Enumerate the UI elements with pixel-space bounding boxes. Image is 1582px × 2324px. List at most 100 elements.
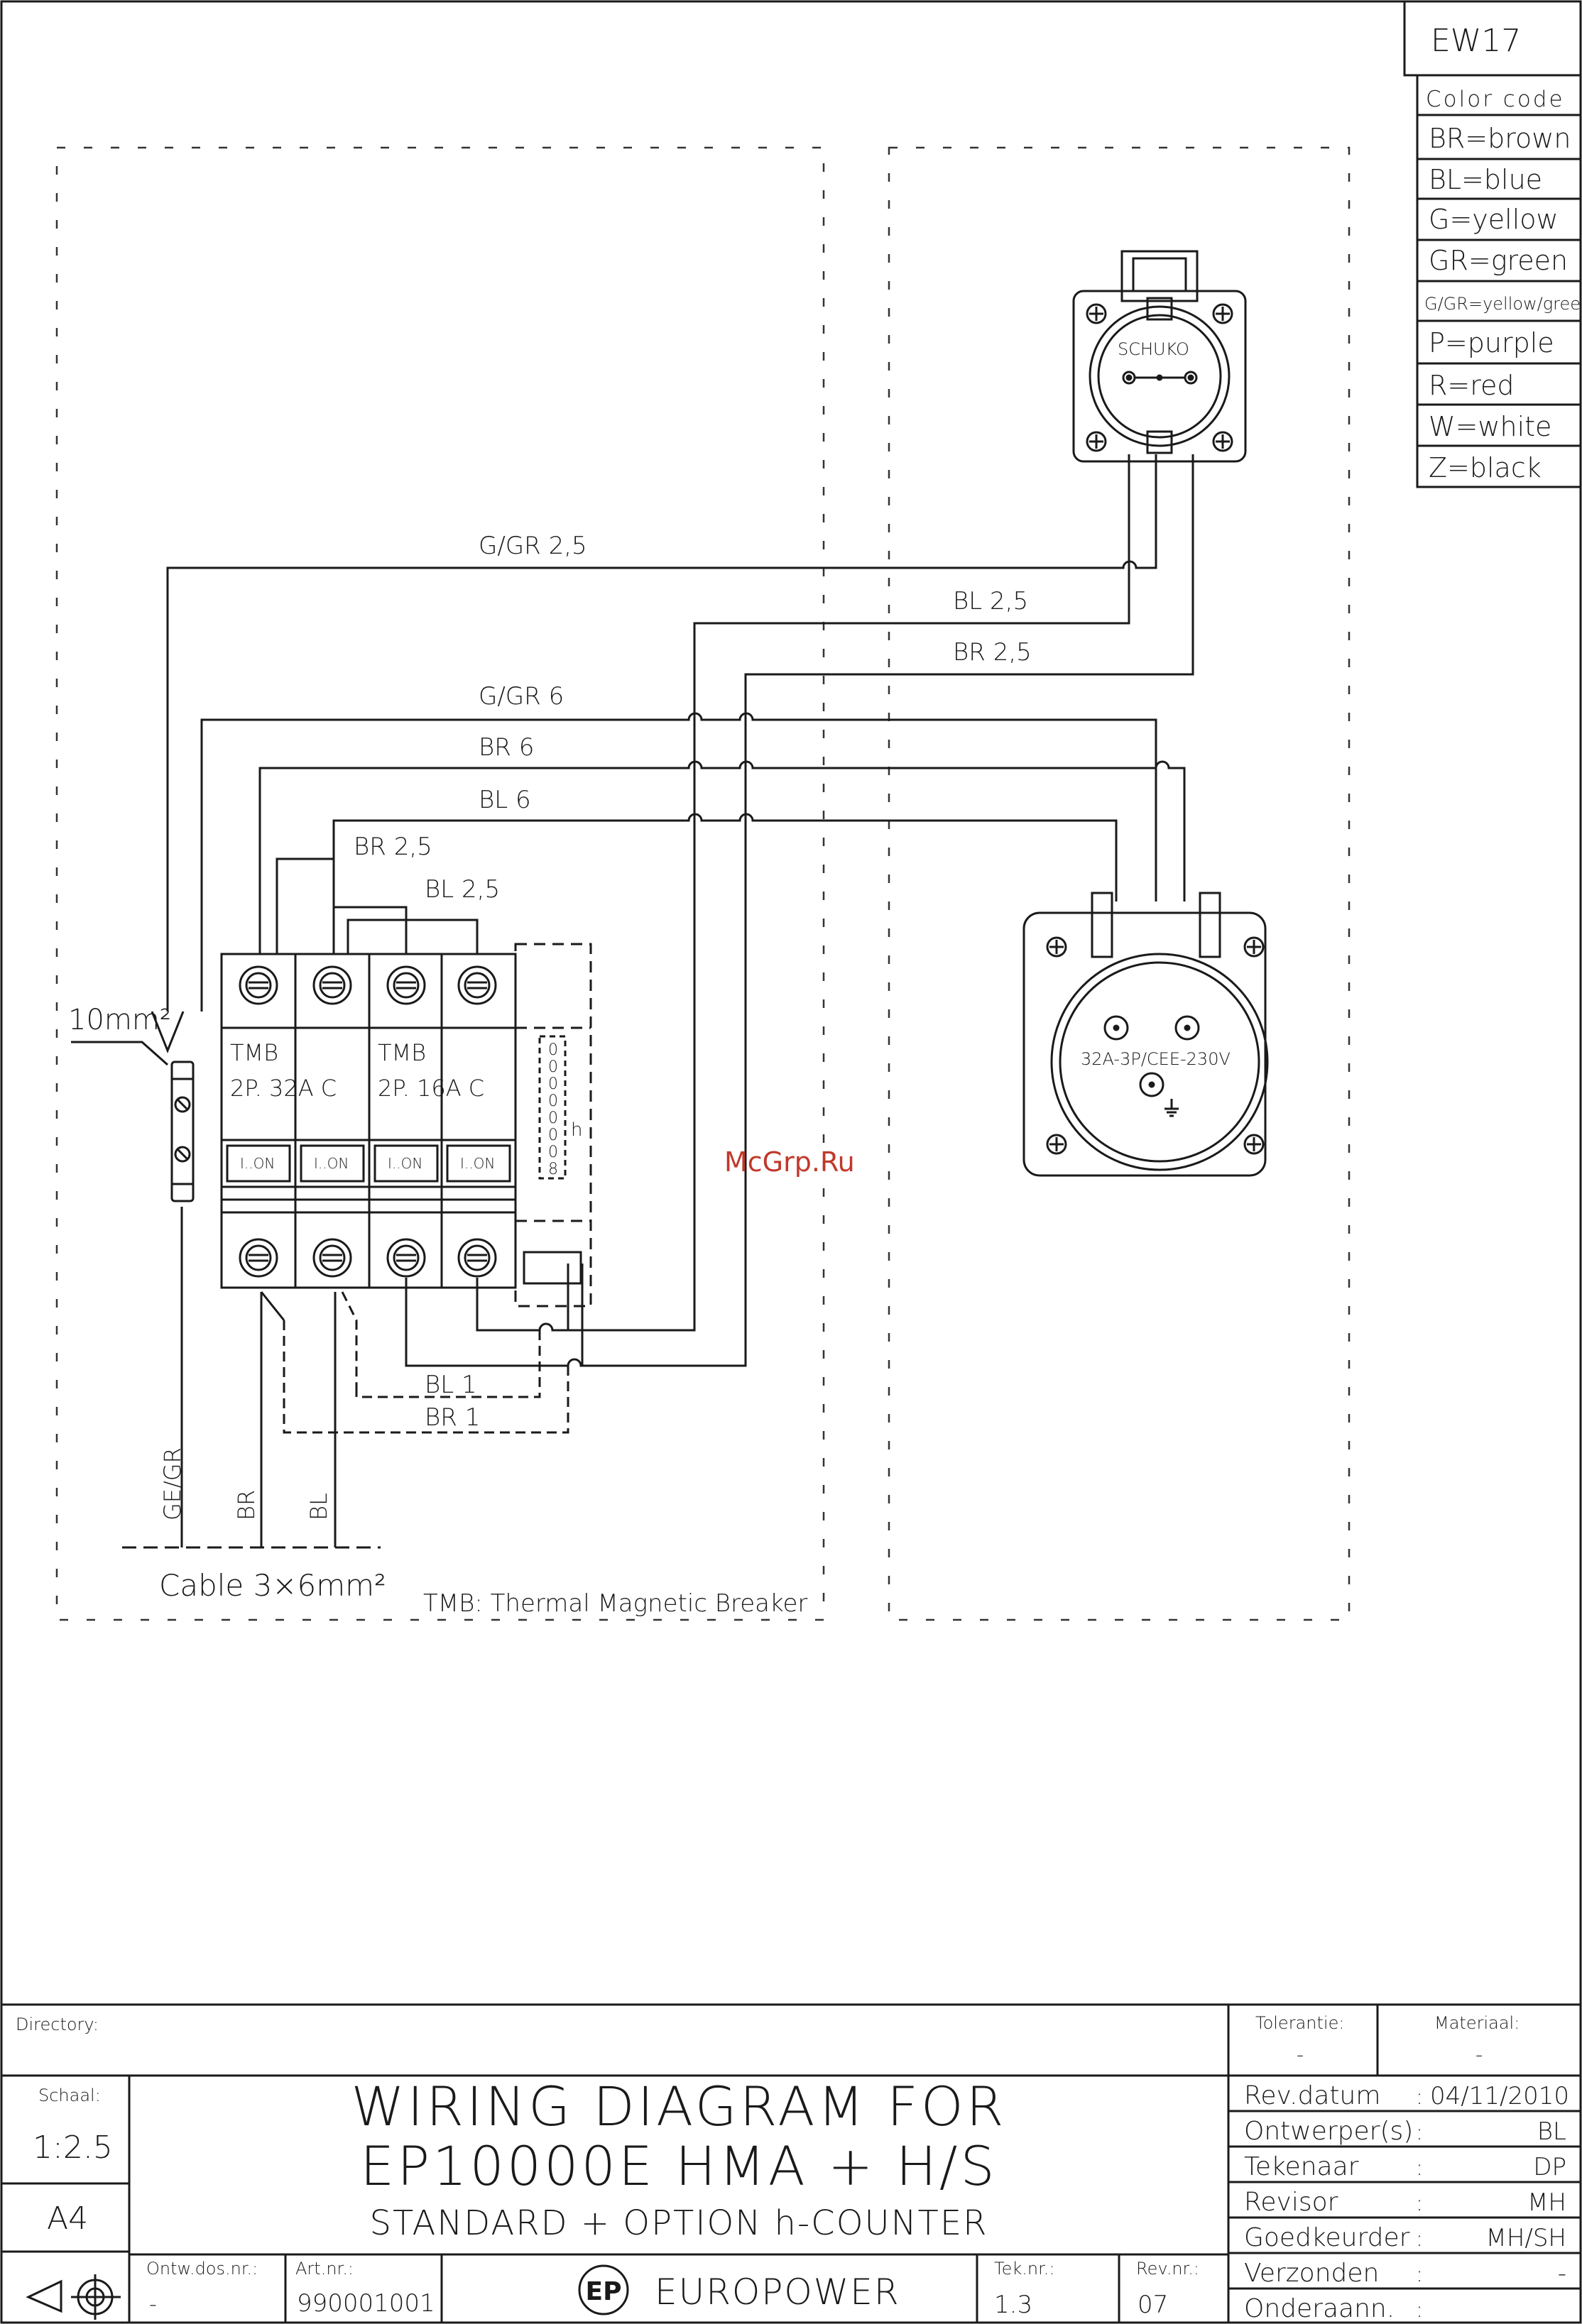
color-code-entry: R=red bbox=[1429, 370, 1515, 401]
field-value: 04/11/2010 bbox=[1430, 2082, 1569, 2110]
materiaal-label: Materiaal: bbox=[1434, 2013, 1520, 2033]
field-value: MH/SH bbox=[1485, 2224, 1566, 2252]
breaker2-rating: 2P. 16A C bbox=[378, 1075, 484, 1102]
wire-label-breaker-blue: BL 2,5 bbox=[425, 875, 500, 904]
counter-digit: 0 bbox=[548, 1127, 558, 1144]
projection-symbol-icon bbox=[26, 2274, 121, 2320]
field-label: Goedkeurder bbox=[1244, 2223, 1410, 2252]
directory-label: Directory: bbox=[16, 2015, 99, 2034]
drawing-title-line1: WIRING DIAGRAM FOR bbox=[351, 2075, 1007, 2138]
tolerantie-value: - bbox=[1297, 2043, 1304, 2066]
counter-digit: 0 bbox=[548, 1041, 558, 1059]
wire-label-schuko-brown: BR 2,5 bbox=[953, 638, 1032, 667]
field-label: Tekenaar bbox=[1244, 2152, 1359, 2181]
wire-label-cable-brown: BR bbox=[233, 1490, 260, 1520]
breaker1-rating: 2P. 32A C bbox=[230, 1075, 337, 1102]
drawing-subtitle: STANDARD + OPTION h-COUNTER bbox=[369, 2203, 988, 2243]
color-code-title: Color code bbox=[1426, 87, 1565, 112]
breaker1-type: TMB bbox=[230, 1039, 278, 1066]
breaker-block bbox=[220, 953, 517, 1289]
color-code-entry: Z=black bbox=[1429, 452, 1542, 483]
format-value: A4 bbox=[47, 2200, 88, 2237]
breaker-switch-label: I..ON bbox=[460, 1155, 495, 1172]
schuko-label: SCHUKO bbox=[1118, 339, 1189, 359]
counter-digit: 8 bbox=[548, 1161, 558, 1178]
ontw-value: - bbox=[149, 2292, 157, 2317]
color-code-table bbox=[1403, 1, 1582, 488]
color-code-entry: P=purple bbox=[1429, 327, 1554, 358]
schaal-label: Schaal: bbox=[38, 2085, 101, 2105]
field-value: DP bbox=[1533, 2153, 1566, 2181]
counter-digit: 0 bbox=[548, 1109, 558, 1127]
cee-label: 32A-3P/CEE-230V bbox=[1081, 1049, 1231, 1069]
field-value: BL bbox=[1537, 2117, 1566, 2146]
field-separator: : bbox=[1416, 2298, 1423, 2323]
counter-digit: 0 bbox=[548, 1058, 558, 1076]
ontw-label: Ontw.dos.nr.: bbox=[146, 2259, 258, 2279]
counter-digit: 0 bbox=[548, 1144, 558, 1161]
wire-label-counter-brown: BR 1 bbox=[425, 1403, 480, 1432]
breaker-switch-label: I..ON bbox=[388, 1155, 422, 1172]
art-value: 990001001 bbox=[297, 2289, 435, 2318]
tek-value: 1.3 bbox=[994, 2291, 1032, 2319]
color-code-entry: G/GR=yellow/green bbox=[1424, 294, 1582, 314]
ground-terminal bbox=[170, 1060, 195, 1202]
field-label: Onderaann. bbox=[1244, 2294, 1395, 2323]
terminal-screw bbox=[239, 965, 497, 1278]
wire-label-schuko-blue: BL 2,5 bbox=[953, 587, 1028, 615]
rev-label: Rev.nr.: bbox=[1136, 2259, 1199, 2279]
color-code-entry: BR=brown bbox=[1429, 123, 1571, 154]
title-block bbox=[1, 2003, 1581, 2323]
field-value: - bbox=[1558, 2259, 1566, 2288]
color-code-entry: BL=blue bbox=[1429, 164, 1542, 195]
cee-socket bbox=[1022, 892, 1269, 1177]
rev-value: 07 bbox=[1138, 2291, 1168, 2319]
breaker2-type: TMB bbox=[378, 1039, 426, 1066]
field-separator: : bbox=[1416, 2191, 1423, 2216]
counter-digit: 0 bbox=[548, 1075, 558, 1093]
wire-label-schuko-ground: G/GR 2,5 bbox=[479, 532, 587, 560]
field-separator: : bbox=[1416, 2120, 1423, 2145]
schuko-socket bbox=[1072, 250, 1247, 463]
wire-label-cable-ground: GE/GR bbox=[159, 1447, 186, 1520]
field-label: Revisor bbox=[1244, 2188, 1338, 2217]
field-separator: : bbox=[1416, 2227, 1423, 2252]
hour-counter bbox=[514, 943, 592, 1308]
wiring bbox=[71, 454, 1194, 1549]
tolerantie-label: Tolerantie: bbox=[1255, 2013, 1344, 2033]
socket-panel-enclosure bbox=[888, 146, 1351, 1621]
wire-label-cee-brown: BR 6 bbox=[479, 733, 534, 762]
field-label: Verzonden bbox=[1244, 2259, 1379, 2288]
field-value: MH bbox=[1527, 2188, 1566, 2217]
materiaal-value: - bbox=[1475, 2043, 1483, 2066]
control-panel-enclosure bbox=[55, 146, 825, 1621]
wire-label-cee-ground: G/GR 6 bbox=[479, 682, 564, 711]
art-label: Art.nr.: bbox=[295, 2259, 354, 2279]
color-code-entry: GR=green bbox=[1429, 245, 1568, 276]
color-code-entry: G=yellow bbox=[1429, 204, 1559, 235]
watermark: McGrp.Ru bbox=[724, 1146, 855, 1178]
breaker-switch-label: I..ON bbox=[314, 1155, 349, 1172]
wire-label-counter-blue: BL 1 bbox=[425, 1371, 477, 1399]
field-separator: : bbox=[1416, 2156, 1423, 2181]
field-separator: : bbox=[1416, 2262, 1423, 2287]
counter-unit: h bbox=[571, 1119, 582, 1141]
company-name: EUROPOWER bbox=[655, 2271, 900, 2313]
wire-label-cee-blue: BL 6 bbox=[479, 786, 531, 814]
counter-digit: 0 bbox=[548, 1092, 558, 1110]
cable-label: Cable 3×6mm² bbox=[159, 1568, 386, 1603]
legend-note: TMB: Thermal Magnetic Breaker bbox=[423, 1589, 807, 1618]
wire-label-breaker-brown: BR 2,5 bbox=[354, 833, 432, 861]
drawing-title-line2: EP10000E HMA + H/S bbox=[360, 2134, 998, 2198]
field-label: Ontwerper(s) bbox=[1244, 2117, 1413, 2146]
tek-label: Tek.nr.: bbox=[994, 2259, 1054, 2279]
wire-label-cable-blue: BL bbox=[305, 1493, 332, 1520]
logo-text: EP bbox=[586, 2277, 622, 2306]
field-label: Rev.datum bbox=[1244, 2081, 1380, 2110]
europower-logo bbox=[578, 2264, 629, 2315]
breaker-switch-label: I..ON bbox=[240, 1155, 275, 1172]
schaal-value: 1:2.5 bbox=[33, 2130, 113, 2166]
sheet-code: EW17 bbox=[1431, 23, 1521, 59]
